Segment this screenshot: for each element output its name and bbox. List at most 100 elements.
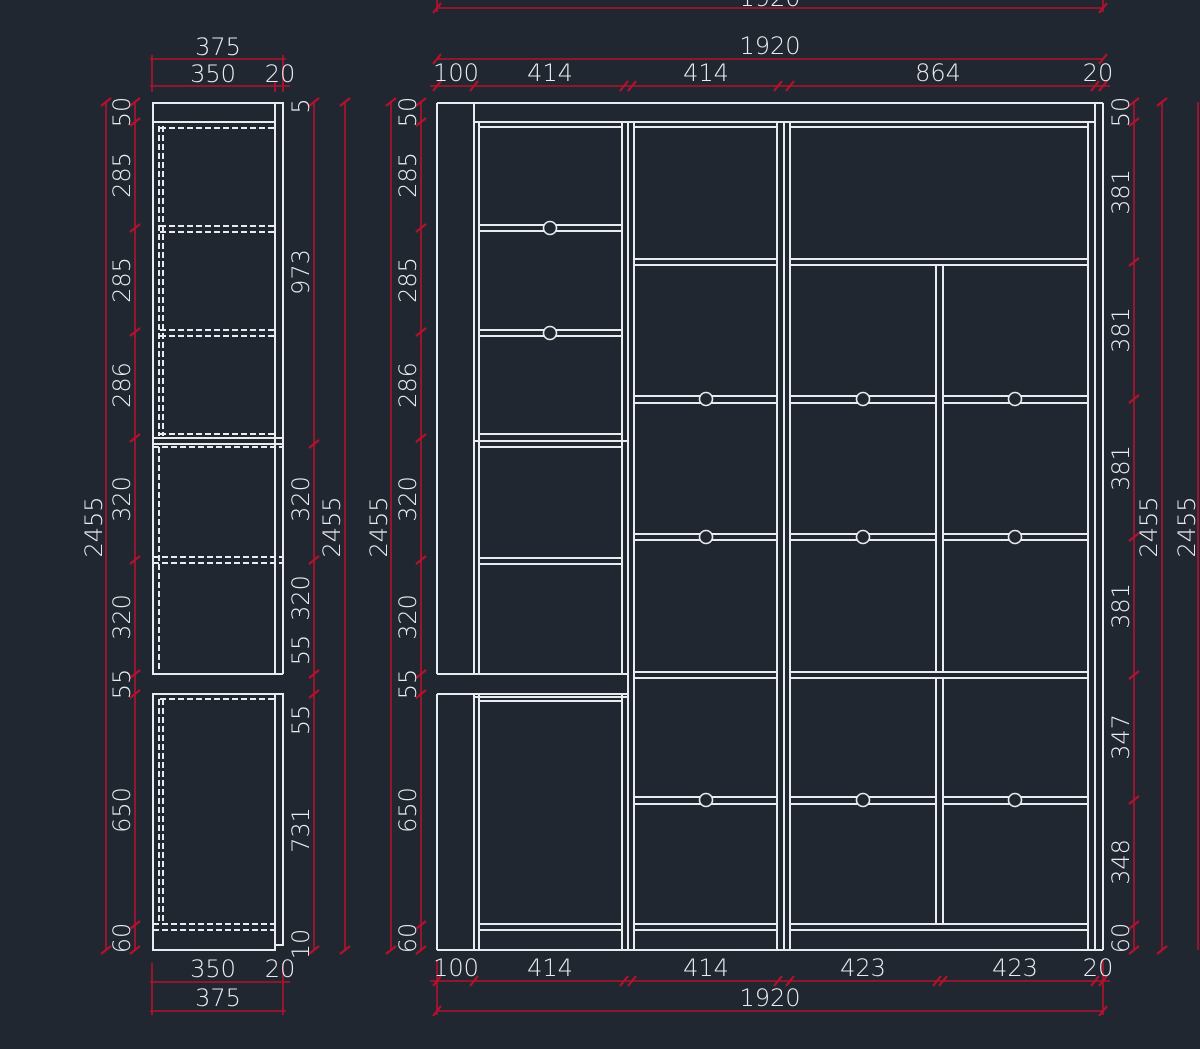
dim-tick (938, 975, 948, 987)
dim-ticks (432, 975, 1108, 1017)
dim-tick (129, 97, 141, 107)
dim-label: 320 (108, 594, 136, 640)
dim-ticks (100, 97, 141, 955)
dim-tick (129, 327, 141, 337)
dim-label: 320 (394, 594, 422, 640)
dim-label: 320 (287, 575, 315, 621)
dim-tick (415, 555, 427, 565)
dim-front-right-total: 2455 (1135, 496, 1163, 557)
knob-icon (698, 792, 714, 808)
dim-ticks (1128, 97, 1168, 955)
side-lower-body (152, 693, 276, 951)
dim-tick (415, 117, 427, 127)
dim-tick (129, 689, 141, 699)
dim-tick (308, 689, 320, 699)
dim-tick (308, 945, 320, 955)
dim-label: 285 (394, 152, 422, 198)
dim-tick (1128, 920, 1140, 930)
dim-tick (1098, 53, 1108, 65)
dim-tick (627, 80, 637, 92)
dim-label: 286 (108, 362, 136, 408)
dim-tick (432, 1005, 442, 1017)
dim-tick (1090, 80, 1100, 92)
dim-tick (432, 53, 442, 65)
dim-label: 650 (108, 787, 136, 833)
dim-tick (785, 80, 795, 92)
dim-tick (1128, 97, 1140, 107)
dim-label: 320 (108, 476, 136, 522)
dim-ticks (385, 97, 427, 955)
knobs (542, 220, 1023, 808)
dim-tick (1098, 1005, 1108, 1017)
dim-tick (1090, 975, 1100, 987)
dim-label: 50 (394, 97, 422, 128)
dim-tick (129, 433, 141, 443)
dim-tick (385, 97, 397, 107)
dim-tick (1128, 394, 1140, 404)
knob-icon (698, 529, 714, 545)
dim-tick (1128, 945, 1140, 955)
dim-tick (339, 945, 351, 955)
knob-icon (855, 792, 871, 808)
dim-label: 650 (394, 787, 422, 833)
dim-tick (1128, 257, 1140, 267)
knob-icon (698, 391, 714, 407)
dim-tick (432, 80, 442, 92)
dim-label: 414 (683, 954, 729, 982)
dim-label: 5 (287, 98, 315, 113)
dim-tick (415, 327, 427, 337)
dim-label: 320 (287, 476, 315, 522)
dim-label: 347 (1107, 714, 1135, 760)
dim-label: 285 (394, 257, 422, 303)
dim-label: 286 (394, 362, 422, 408)
dim-tick (1098, 2, 1108, 14)
dim-side-right-total: 2455 (318, 496, 346, 557)
dim-tick (385, 945, 397, 955)
dim-label: 100 (433, 954, 479, 982)
dim-tick (100, 97, 112, 107)
dim-label: 423 (992, 954, 1038, 982)
dim-tick (627, 975, 637, 987)
dim-label: 60 (108, 923, 136, 954)
knob-icon (1007, 391, 1023, 407)
dim-label: 20 (1083, 59, 1114, 87)
side-back-panel-lower (274, 693, 284, 946)
dim-tick (308, 555, 320, 565)
dim-tick (773, 975, 783, 987)
dim-label: 55 (394, 669, 422, 700)
dim-tick (339, 97, 351, 107)
dim-tick (1128, 795, 1140, 805)
dim-tick (129, 945, 141, 955)
dim-front-bottom-total: 1920 (739, 984, 800, 1012)
dim-front-top-total-outer: 1920 (739, 0, 800, 12)
dim-tick (1098, 975, 1108, 987)
dim-label: 10 (287, 929, 315, 960)
dim-tick (785, 975, 795, 987)
dim-tick (932, 975, 942, 987)
dim-label: 60 (1107, 923, 1135, 954)
side-back-panel-upper (274, 102, 284, 439)
dim-label: 381 (1107, 307, 1135, 353)
dim-label: 414 (527, 59, 573, 87)
side-upper-body (152, 102, 276, 675)
dim-side-top-body: 350 (190, 60, 236, 88)
dim-label: 731 (287, 807, 315, 853)
dim-side-bottom-back: 20 (265, 955, 296, 983)
dim-tick (1098, 80, 1108, 92)
dim-label: 50 (108, 97, 136, 128)
dim-tick (432, 2, 442, 14)
dim-tick (129, 117, 141, 127)
dim-tick (415, 689, 427, 699)
knob-icon (855, 391, 871, 407)
dim-tick (129, 920, 141, 930)
dim-label: 55 (108, 669, 136, 700)
dim-label: 414 (527, 954, 573, 982)
dim-tick (619, 80, 629, 92)
dim-label: 55 (287, 705, 315, 736)
dim-side-top-back: 20 (265, 60, 296, 88)
dim-tick (415, 920, 427, 930)
